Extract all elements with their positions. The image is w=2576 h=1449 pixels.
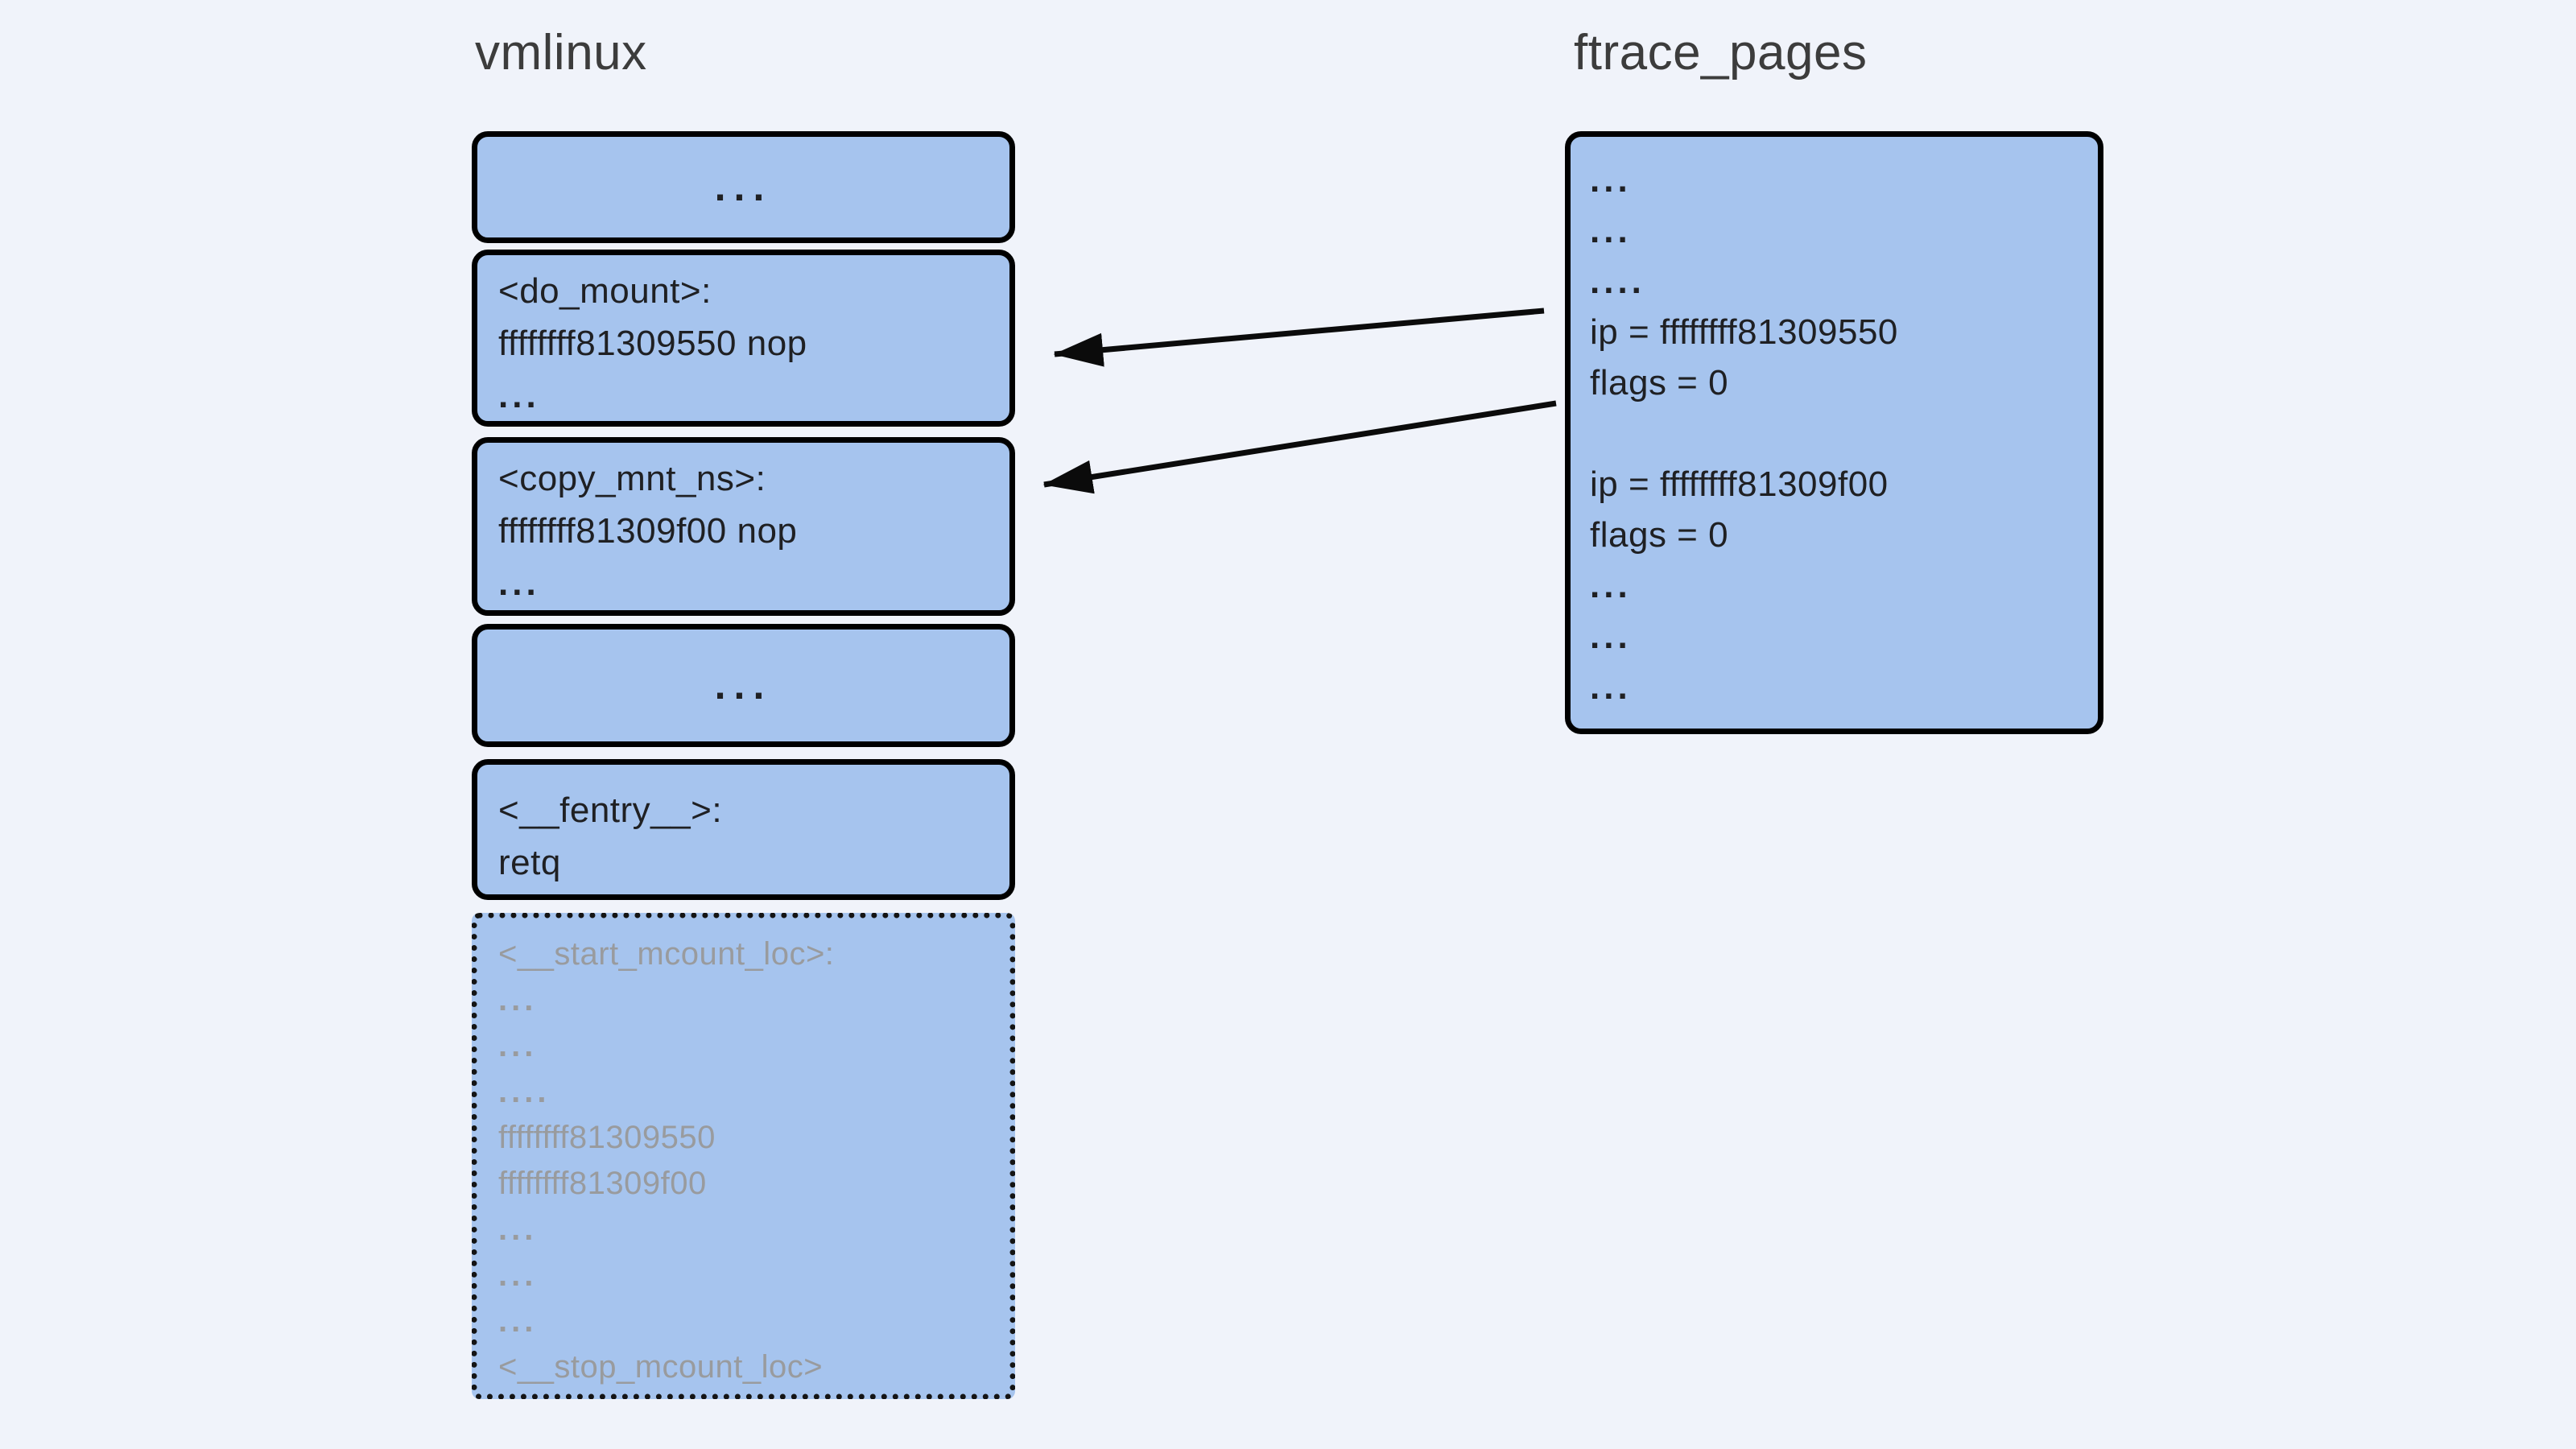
text-line: retq	[498, 843, 561, 882]
text-line: ffffffff81309550 nop	[498, 324, 807, 363]
text-line: ffffffff81309f00	[498, 1166, 707, 1201]
text-line: ....	[498, 1074, 551, 1109]
vmlinux-box-ellipsis-middle: ...	[472, 624, 1015, 747]
text-line: ...	[1590, 566, 1632, 605]
text-line: ffffffff81309f00 nop	[498, 511, 798, 551]
vmlinux-box-ellipsis-top: ...	[472, 131, 1015, 243]
text-line: ...	[714, 164, 773, 209]
ftrace-pages-title: ftrace_pages	[1574, 25, 1868, 80]
pointer-arrow-2	[1042, 400, 1557, 494]
pointer-arrow-1	[1053, 308, 1545, 367]
text-line: ...	[498, 1303, 538, 1339]
text-line: ...	[1590, 667, 1632, 707]
text-line: ip = ffffffff81309f00	[1590, 464, 1889, 504]
ftrace-pages-box: .......... ip = ffffffff81309550 flags = 0…	[1565, 131, 2103, 734]
text-line: ...	[498, 564, 540, 603]
text-line: ...	[714, 663, 773, 708]
text-line: <do_mount>:	[498, 271, 712, 311]
vmlinux-title: vmlinux	[475, 25, 647, 80]
vmlinux-box-mcount-loc: <__start_mcount_loc>:.......... ffffffff8…	[472, 913, 1015, 1399]
text-line: <__stop_mcount_loc>	[498, 1349, 824, 1385]
text-line: ...	[498, 1212, 538, 1247]
text-line: ...	[498, 1028, 538, 1063]
text-line: ...	[1590, 617, 1632, 656]
text-line: ...	[498, 982, 538, 1018]
text-line: flags = 0	[1590, 515, 1729, 555]
vmlinux-box-copy-mnt-ns: <copy_mnt_ns>: ffffffff81309f00 nop...	[472, 437, 1015, 616]
text-line: ...	[498, 376, 540, 415]
text-line	[1590, 408, 2077, 459]
text-line: ffffffff81309550	[498, 1120, 716, 1155]
text-line: ...	[1590, 160, 1632, 200]
text-line: ...	[1590, 211, 1632, 250]
vmlinux-box-fentry: <__fentry__>:retq	[472, 759, 1015, 900]
text-line: ....	[1590, 262, 1645, 301]
text-line: <__fentry__>:	[498, 791, 723, 830]
text-line: ...	[498, 1257, 538, 1293]
text-line: flags = 0	[1590, 363, 1729, 402]
text-line: <__start_mcount_loc>:	[498, 936, 835, 972]
vmlinux-box-do-mount: <do_mount>: ffffffff81309550 nop...	[472, 250, 1015, 427]
text-line: <copy_mnt_ns>:	[498, 459, 766, 498]
text-line: ip = ffffffff81309550	[1590, 312, 1898, 352]
